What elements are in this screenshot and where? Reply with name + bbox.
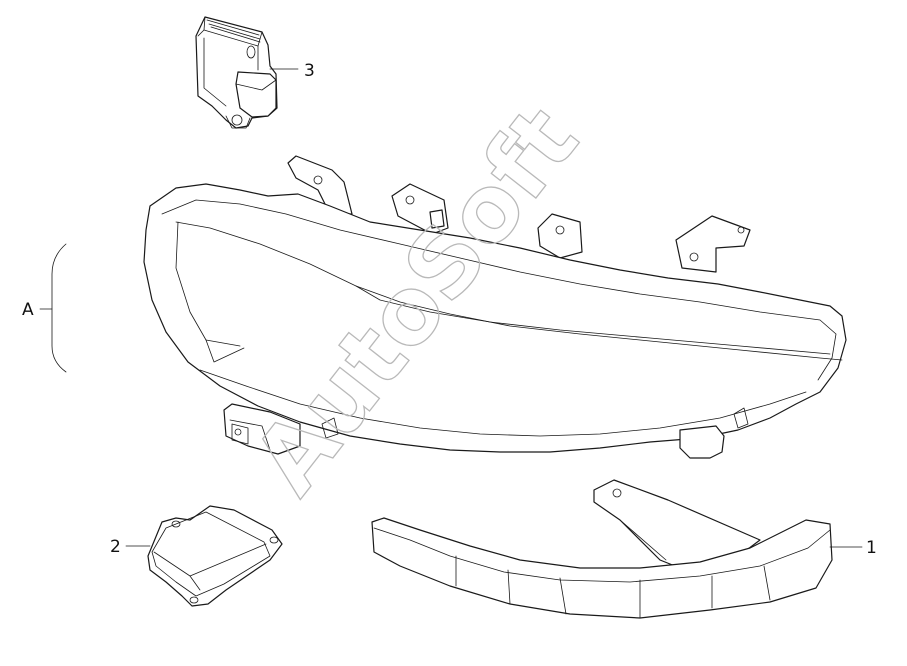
callout-1: 1 bbox=[866, 538, 877, 558]
mount-bracket-center-right bbox=[537, 213, 583, 259]
rear-connector bbox=[223, 403, 301, 455]
callout-3: 3 bbox=[304, 61, 315, 81]
group-bracket-a bbox=[51, 243, 67, 373]
trim-lower-bar bbox=[371, 517, 833, 619]
mount-bracket-left bbox=[287, 155, 353, 215]
callout-2: 2 bbox=[110, 537, 121, 557]
part-2-module[interactable] bbox=[147, 505, 283, 607]
part-1-trim[interactable] bbox=[371, 479, 833, 619]
headlamp-assembly[interactable] bbox=[143, 155, 847, 459]
leader-lines bbox=[39, 68, 863, 548]
callout-a: A bbox=[22, 300, 34, 320]
part-3-switch[interactable] bbox=[195, 16, 278, 129]
rear-bulb-cover bbox=[679, 425, 725, 459]
mount-bracket-right bbox=[675, 215, 751, 273]
